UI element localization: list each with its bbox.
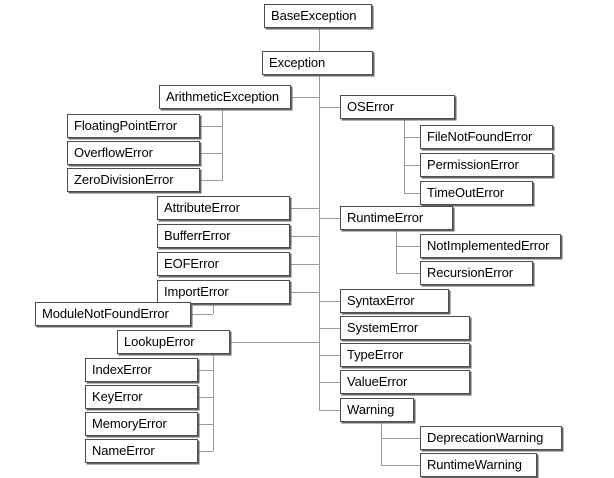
class-node-lookuperror: LookupError bbox=[117, 330, 230, 354]
class-node-label: SystemError bbox=[347, 320, 419, 335]
class-node-label: KeyError bbox=[92, 389, 143, 404]
edge-segment bbox=[319, 355, 340, 356]
class-node-label: NameError bbox=[92, 443, 155, 458]
class-node-label: OverflowError bbox=[74, 145, 153, 160]
class-node-notimplementederror: NotImplementedError bbox=[420, 234, 561, 258]
edge-segment bbox=[396, 246, 420, 247]
edge-segment bbox=[198, 424, 213, 425]
edge-segment bbox=[200, 153, 222, 154]
class-node-memoryerror: MemoryError bbox=[85, 412, 198, 436]
class-node-label: RuntimeError bbox=[347, 210, 424, 225]
class-node-warning: Warning bbox=[340, 398, 414, 422]
edge-segment bbox=[291, 264, 320, 265]
class-node-attributeerror: AttributeError bbox=[157, 196, 290, 220]
edge-segment bbox=[381, 438, 420, 439]
class-node-valueerror: ValueError bbox=[340, 370, 470, 394]
class-node-label: ZeroDivisionError bbox=[74, 172, 174, 187]
class-node-label: BufferrError bbox=[164, 228, 231, 243]
class-node-floatingpointerror: FloatingPointError bbox=[67, 114, 200, 138]
class-node-label: Exception bbox=[269, 55, 326, 70]
class-node-nameerror: NameError bbox=[85, 439, 198, 463]
edge-segment bbox=[200, 126, 222, 127]
class-node-label: ValueError bbox=[347, 374, 408, 389]
class-node-label: IndexError bbox=[92, 362, 152, 377]
edge-segment bbox=[291, 236, 320, 237]
class-node-modulenotfounderror: ModuleNotFoundError bbox=[35, 302, 191, 326]
class-node-label: ArithmeticException bbox=[166, 89, 279, 104]
class-node-runtimeerror: RuntimeError bbox=[340, 206, 453, 230]
class-node-importerror: ImportError bbox=[157, 280, 290, 304]
class-node-label: FileNotFoundError bbox=[427, 129, 533, 144]
class-node-deprecationwarning: DeprecationWarning bbox=[420, 426, 562, 450]
edge-segment bbox=[213, 354, 214, 451]
edge-segment bbox=[213, 304, 214, 314]
edge-segment bbox=[381, 465, 420, 466]
class-node-syntaxerror: SyntaxError bbox=[340, 289, 449, 313]
class-node-arithmeticexception: ArithmeticException bbox=[159, 85, 291, 109]
class-node-indexerror: IndexError bbox=[85, 358, 198, 382]
edge-segment bbox=[231, 342, 320, 343]
class-node-label: NotImplementedError bbox=[427, 238, 550, 253]
edge-segment bbox=[404, 165, 420, 166]
class-node-label: DeprecationWarning bbox=[427, 430, 544, 445]
edge-segment bbox=[319, 382, 340, 383]
class-node-oserror: OSError bbox=[340, 95, 455, 119]
class-node-baseexception: BaseException bbox=[264, 4, 372, 28]
class-node-label: TimeOutError bbox=[427, 185, 505, 200]
class-node-bufferrerror: BufferrError bbox=[157, 224, 290, 248]
class-node-label: ImportError bbox=[164, 284, 229, 299]
class-node-label: MemoryError bbox=[92, 416, 167, 431]
edge-segment bbox=[404, 137, 420, 138]
class-node-permissionerror: PermissionError bbox=[420, 153, 553, 177]
class-node-filenotfounderror: FileNotFoundError bbox=[420, 125, 553, 149]
class-node-label: LookupError bbox=[124, 334, 195, 349]
class-node-overflowerror: OverflowError bbox=[67, 141, 200, 165]
edge-segment bbox=[291, 208, 320, 209]
edge-segment bbox=[291, 97, 320, 98]
class-node-label: Warning bbox=[347, 402, 395, 417]
class-node-label: SyntaxError bbox=[347, 293, 415, 308]
class-node-label: FloatingPointError bbox=[74, 118, 177, 133]
class-node-zerodivisionerror: ZeroDivisionError bbox=[67, 168, 200, 192]
edge-segment bbox=[396, 273, 420, 274]
class-node-label: ModuleNotFoundError bbox=[42, 306, 169, 321]
edge-segment bbox=[319, 301, 340, 302]
class-node-label: RuntimeWarning bbox=[427, 457, 522, 472]
edge-segment bbox=[222, 109, 223, 181]
class-node-recursionerror: RecursionError bbox=[420, 261, 533, 285]
class-node-timeouterror: TimeOutError bbox=[420, 181, 533, 205]
edge-segment bbox=[191, 314, 213, 315]
edge-segment bbox=[381, 422, 382, 465]
edge-segment bbox=[198, 397, 213, 398]
edge-segment bbox=[404, 119, 405, 193]
class-node-label: BaseException bbox=[271, 8, 357, 23]
class-node-label: RecursionError bbox=[427, 265, 514, 280]
edge-segment bbox=[319, 107, 340, 108]
edge-segment bbox=[319, 328, 340, 329]
edge-segment bbox=[396, 230, 397, 273]
class-node-label: TypeError bbox=[347, 347, 404, 362]
class-node-label: OSError bbox=[347, 99, 394, 114]
edge-segment bbox=[319, 410, 340, 411]
class-node-label: AttributeError bbox=[164, 200, 240, 215]
class-node-label: PermissionError bbox=[427, 157, 519, 172]
class-node-systemerror: SystemError bbox=[340, 316, 470, 340]
class-node-runtimewarning: RuntimeWarning bbox=[420, 453, 537, 477]
edge-segment bbox=[319, 75, 320, 410]
edge-segment bbox=[291, 292, 320, 293]
edge-segment bbox=[319, 218, 340, 219]
edge-segment bbox=[319, 28, 320, 51]
class-node-exception: Exception bbox=[262, 51, 373, 75]
class-node-typeerror: TypeError bbox=[340, 343, 470, 367]
class-node-keyerror: KeyError bbox=[85, 385, 198, 409]
edge-segment bbox=[200, 180, 222, 181]
edge-segment bbox=[198, 451, 213, 452]
class-node-eoferror: EOFError bbox=[157, 252, 290, 276]
edge-segment bbox=[198, 370, 213, 371]
edge-segment bbox=[404, 193, 420, 194]
class-node-label: EOFError bbox=[164, 256, 219, 271]
